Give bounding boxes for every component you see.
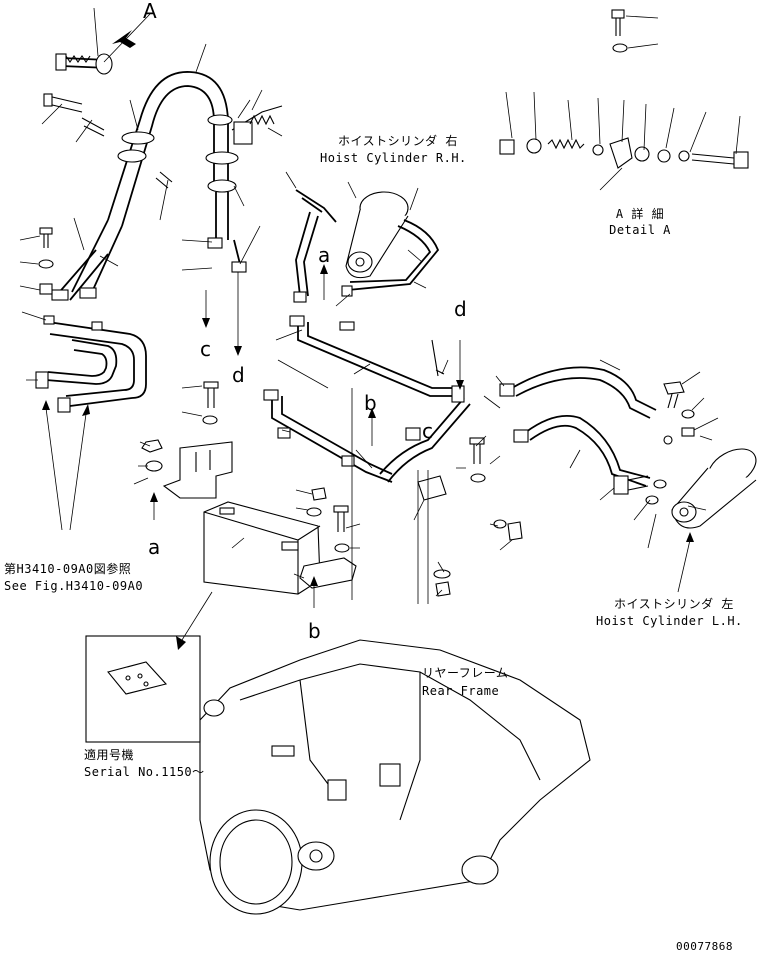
hoist-lh-label-jp: ホイストシリンダ 左 bbox=[614, 597, 734, 611]
connection-label-d: d bbox=[232, 363, 246, 387]
connection-label-a-top: a bbox=[318, 243, 331, 267]
detail-a-parts bbox=[499, 9, 749, 169]
center-box bbox=[203, 501, 321, 595]
hoist-rh-label-jp: ホイストシリンダ 右 bbox=[338, 134, 458, 148]
hoist-rh-label-en: Hoist Cylinder R.H. bbox=[320, 151, 467, 165]
detail-a-title-en: Detail A bbox=[609, 223, 671, 237]
figure-number: 00077868 bbox=[676, 940, 733, 953]
detail-a-title-jp: A 詳 細 bbox=[615, 207, 665, 221]
detail-a-arrow bbox=[112, 30, 136, 48]
rear-frame-label-jp: リヤーフレーム bbox=[422, 666, 509, 680]
hoist-cylinder-rh bbox=[293, 189, 440, 303]
connection-label-d-right: d bbox=[454, 297, 468, 321]
u-loop-hose bbox=[51, 71, 239, 301]
connection-label-b-mid: b bbox=[364, 391, 378, 415]
serial-inset-box bbox=[85, 635, 201, 743]
connection-label-a-bottom: a bbox=[148, 535, 161, 559]
connection-arrows bbox=[42, 264, 694, 650]
right-flex-hoses bbox=[499, 366, 657, 487]
middle-bracket bbox=[141, 381, 233, 499]
serial-label-en: Serial No.1150～ bbox=[84, 765, 205, 779]
rear-frame-label-en: Rear Frame bbox=[422, 684, 500, 698]
see-fig-label-jp: 第H3410-09A0図参照 bbox=[4, 562, 132, 576]
connection-label-c: c bbox=[200, 337, 212, 361]
left-bolt-stack bbox=[38, 227, 54, 295]
right-bolt-group bbox=[663, 381, 695, 445]
hoist-lh-label-en: Hoist Cylinder L.H. bbox=[596, 614, 743, 628]
reference-lines bbox=[277, 359, 429, 604]
see-fig-label-en: See Fig.H3410-09A0 bbox=[4, 579, 144, 593]
center-vertical-tube bbox=[207, 105, 283, 273]
serial-label-jp: 適用号機 bbox=[84, 748, 135, 762]
connection-label-c-right: c bbox=[422, 419, 434, 443]
leader-lines bbox=[19, 7, 741, 597]
detail-a-marker: A bbox=[143, 0, 158, 23]
top-bolt-assembly bbox=[43, 53, 113, 137]
mid-right-bolts bbox=[417, 437, 523, 597]
left-u-pipe bbox=[35, 315, 147, 413]
rear-frame bbox=[199, 639, 591, 915]
hoist-cylinder-lh bbox=[613, 448, 757, 529]
connection-label-b-bottom: b bbox=[308, 619, 322, 643]
